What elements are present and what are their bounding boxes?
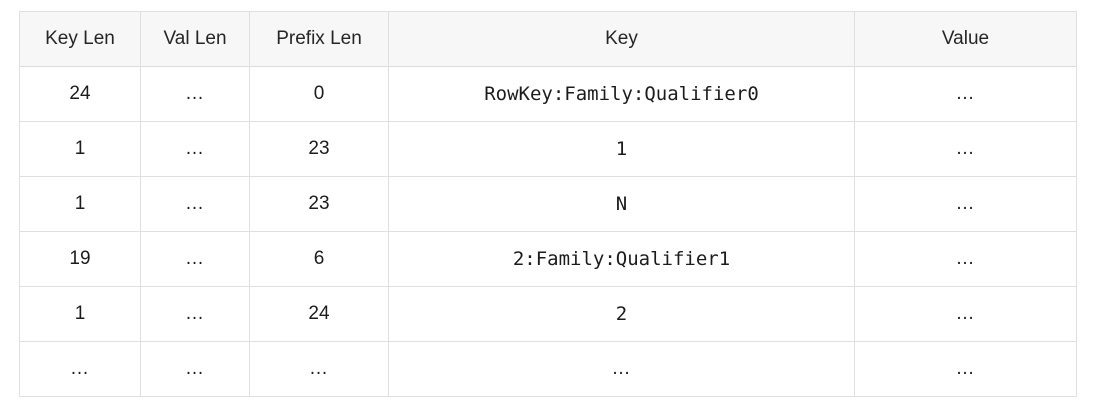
cell-prefix-len: 23 [249,176,389,232]
cell-prefix-len: … [249,341,389,397]
cell-value: … [854,121,1077,177]
cell-key-len: 24 [19,66,141,122]
cell-prefix-len: 24 [249,286,389,342]
cell-key: N [388,176,855,232]
key-value-table-container: Key Len Val Len Prefix Len Key Value 24…… [19,11,1077,397]
cell-value: … [854,176,1077,232]
table-header-row: Key Len Val Len Prefix Len Key Value [19,11,1077,67]
cell-key-len: 1 [19,286,141,342]
column-header-prefix-len: Prefix Len [249,11,389,67]
cell-value: … [854,66,1077,122]
column-header-key: Key [388,11,855,67]
cell-val-len: … [140,341,250,397]
table-header: Key Len Val Len Prefix Len Key Value [19,11,1077,67]
cell-key-len: 1 [19,176,141,232]
cell-val-len: … [140,121,250,177]
cell-key-len: … [19,341,141,397]
cell-key: 2:Family:Qualifier1 [388,231,855,287]
cell-value: … [854,341,1077,397]
column-header-val-len: Val Len [140,11,250,67]
cell-key: 1 [388,121,855,177]
table-row: …………… [19,341,1077,397]
cell-key: … [388,341,855,397]
cell-prefix-len: 23 [249,121,389,177]
column-header-key-len: Key Len [19,11,141,67]
cell-key: 2 [388,286,855,342]
column-header-value: Value [854,11,1077,67]
cell-value: … [854,231,1077,287]
cell-key: RowKey:Family:Qualifier0 [388,66,855,122]
cell-val-len: … [140,66,250,122]
cell-key-len: 19 [19,231,141,287]
cell-value: … [854,286,1077,342]
cell-val-len: … [140,286,250,342]
key-value-table: Key Len Val Len Prefix Len Key Value 24…… [19,11,1077,397]
cell-val-len: … [140,231,250,287]
cell-val-len: … [140,176,250,232]
cell-prefix-len: 6 [249,231,389,287]
cell-key-len: 1 [19,121,141,177]
cell-prefix-len: 0 [249,66,389,122]
